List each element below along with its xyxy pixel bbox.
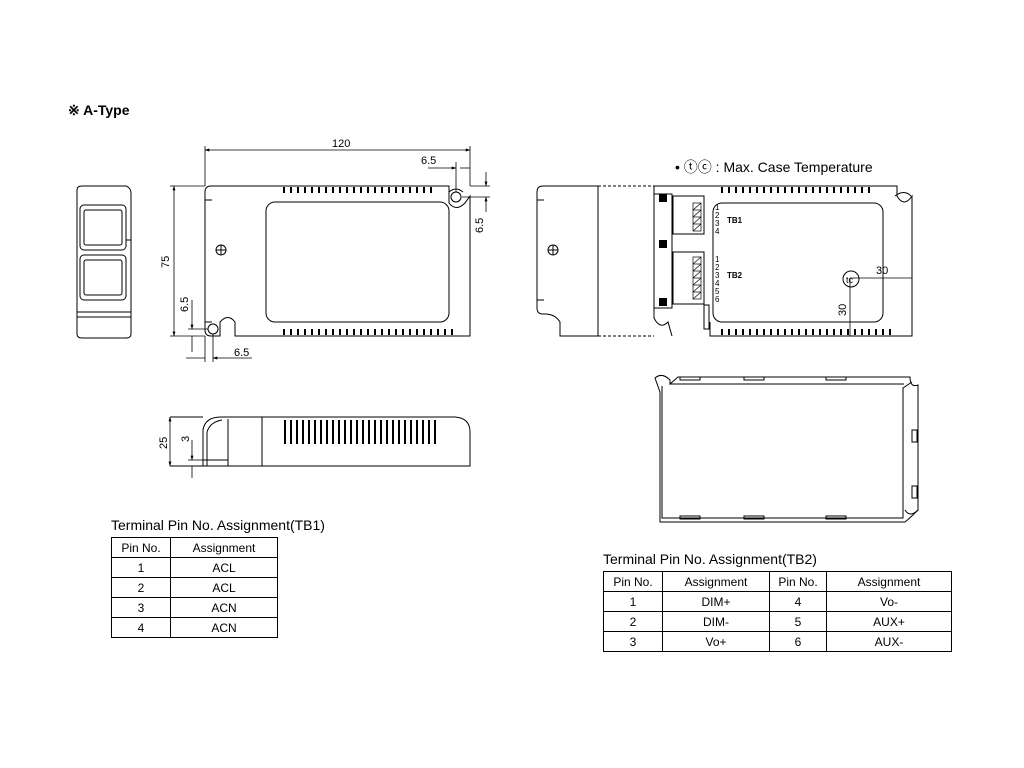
dim-length: 120 [332, 138, 350, 150]
svg-text:1: 1 [715, 255, 720, 264]
table-header: Assignment [826, 571, 952, 592]
case-temp-note: • ⓣⓒ : Max. Case Temperature [675, 159, 873, 175]
table-cell: Vo+ [662, 631, 770, 652]
dim-foot: 3 [180, 436, 192, 442]
internal-view-vents [659, 187, 891, 335]
table-cell: 4 [111, 617, 171, 638]
dim-hole-left-y: 6.5 [179, 297, 191, 312]
table-header-row: Pin No. Assignment [111, 537, 278, 558]
top-view-vents-bottom [283, 329, 453, 335]
table-cell: 2 [603, 611, 663, 632]
svg-text:3: 3 [715, 219, 720, 228]
table-row: 2 DIM- 5 AUX+ [603, 611, 952, 632]
table-row: 1 ACL [111, 557, 278, 578]
table-cell: Vo- [826, 591, 952, 612]
dim-tc-y: 30 [837, 304, 849, 316]
svg-text:2: 2 [715, 211, 720, 220]
table-cell: AUX- [826, 631, 952, 652]
tb2-pin-numbers: 1 2 3 4 5 6 [715, 255, 720, 304]
svg-text:5: 5 [715, 287, 720, 296]
table-cell: ACL [170, 577, 278, 598]
tb1-table-title: Terminal Pin No. Assignment(TB1) [111, 517, 325, 533]
dim-hole-y: 6.5 [474, 218, 486, 233]
top-view [204, 185, 471, 337]
tb2-label: TB2 [727, 271, 743, 280]
tb2-block [692, 256, 702, 300]
svg-text:6: 6 [715, 295, 720, 304]
top-view-vents-top [283, 187, 432, 193]
top-view-dimensions [170, 146, 490, 362]
table-cell: 3 [111, 597, 171, 618]
table-row: 3 ACN [111, 597, 278, 618]
tb2-table-title: Terminal Pin No. Assignment(TB2) [603, 551, 817, 567]
table-cell: 4 [769, 591, 827, 612]
dim-tc-x: 30 [876, 265, 888, 277]
table-cell: ACL [170, 557, 278, 578]
cover-view [654, 374, 919, 523]
table-cell: DIM+ [662, 591, 770, 612]
table-cell: 5 [769, 611, 827, 632]
table-cell: 2 [111, 577, 171, 598]
tb1-block [692, 202, 702, 232]
tb2-table: Pin No. Assignment Pin No. Assignment 1 … [603, 571, 952, 652]
dim-height: 25 [158, 437, 170, 449]
side-elevation-vents [284, 420, 436, 444]
table-cell: 6 [769, 631, 827, 652]
svg-text:2: 2 [715, 263, 720, 272]
table-header-row: Pin No. Assignment Pin No. Assignment [603, 571, 952, 592]
table-cell: ACN [170, 597, 278, 618]
table-row: 1 DIM+ 4 Vo- [603, 591, 952, 612]
dim-hole-x: 6.5 [421, 155, 436, 167]
tb1-table: Pin No. Assignment 1 ACL 2 ACL 3 ACN 4 A… [111, 537, 278, 638]
svg-text:4: 4 [715, 279, 720, 288]
table-cell: AUX+ [826, 611, 952, 632]
type-title: ※ A-Type [68, 102, 130, 118]
tc-marker: tc [846, 275, 854, 285]
svg-text:3: 3 [715, 271, 720, 280]
side-view-left [76, 185, 132, 339]
dim-hole-left-x: 6.5 [234, 347, 249, 359]
tb1-pin-numbers: 1 2 3 4 [715, 203, 720, 236]
internal-view [536, 185, 913, 337]
table-row: 2 ACL [111, 577, 278, 598]
table-header: Pin No. [603, 571, 663, 592]
table-row: 3 Vo+ 6 AUX- [603, 631, 952, 652]
table-header: Assignment [170, 537, 278, 558]
table-row: 4 ACN [111, 617, 278, 638]
dim-width: 75 [160, 256, 172, 268]
svg-text:1: 1 [715, 203, 720, 212]
table-cell: ACN [170, 617, 278, 638]
tb1-label: TB1 [727, 216, 743, 225]
table-cell: 1 [111, 557, 171, 578]
table-header: Pin No. [769, 571, 827, 592]
table-cell: DIM- [662, 611, 770, 632]
table-cell: 3 [603, 631, 663, 652]
table-header: Pin No. [111, 537, 171, 558]
table-header: Assignment [662, 571, 770, 592]
svg-text:4: 4 [715, 227, 720, 236]
side-elevation [168, 416, 471, 478]
table-cell: 1 [603, 591, 663, 612]
